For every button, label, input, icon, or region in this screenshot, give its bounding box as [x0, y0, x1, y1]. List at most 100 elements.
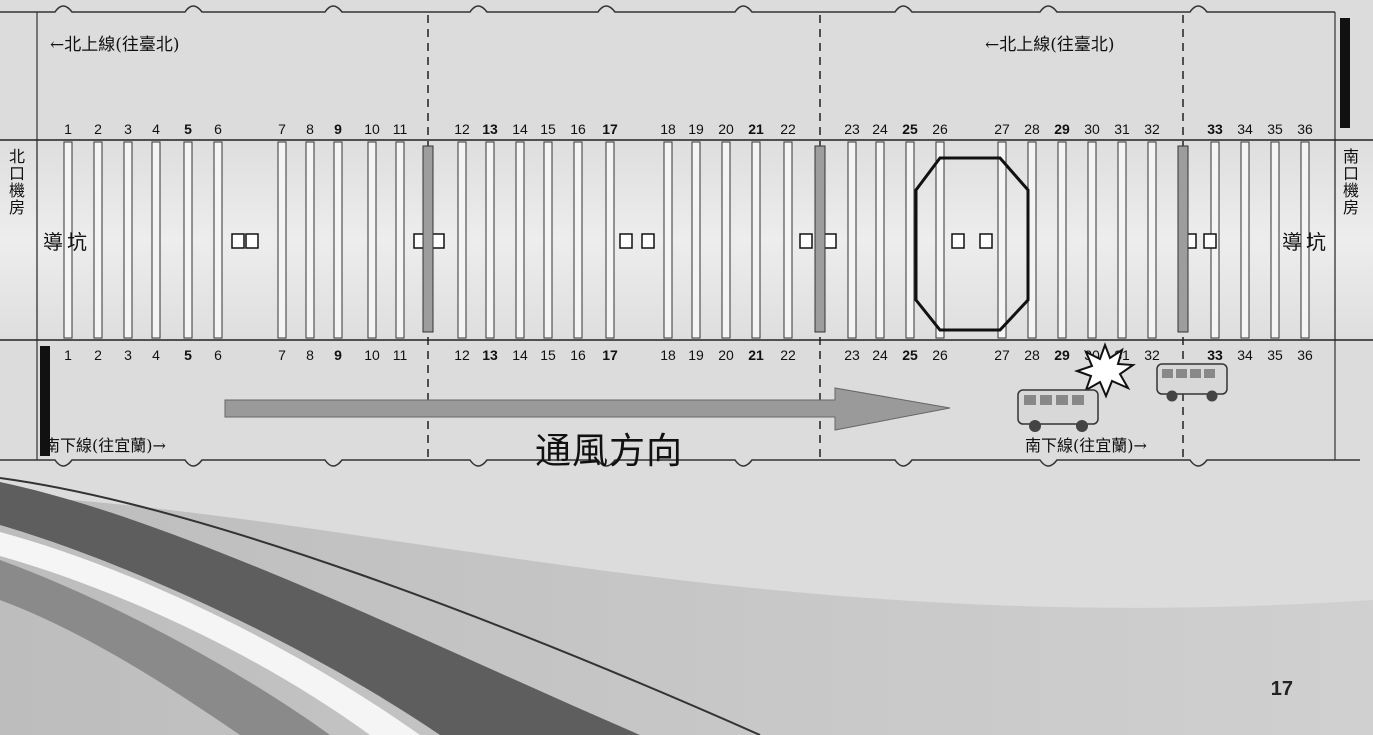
- passage-number-top: 33: [1207, 121, 1223, 137]
- passage-number-top: 28: [1024, 121, 1040, 137]
- passage-number-top: 12: [454, 121, 470, 137]
- passage-number-bottom: 32: [1144, 347, 1160, 363]
- cross-passage: [1057, 141, 1067, 339]
- cross-passage: [663, 141, 673, 339]
- swoosh-outline: [0, 477, 761, 735]
- cross-passage: [783, 141, 793, 339]
- cross-passage: [1117, 141, 1127, 339]
- passage-number-bottom: 34: [1237, 347, 1253, 363]
- passage-number-top: 16: [570, 121, 586, 137]
- ventilation-arrow: [224, 387, 951, 431]
- passage-number-top: 23: [844, 121, 860, 137]
- cross-passage: [485, 141, 495, 339]
- passage-number-bottom: 1: [64, 347, 72, 363]
- cross-passage: [277, 141, 287, 339]
- vehicle-cross-passage: [814, 145, 826, 333]
- cross-passage: [847, 141, 857, 339]
- passage-number-top: 22: [780, 121, 796, 137]
- equipment-room-box: [431, 233, 445, 249]
- pilot-tunnel-label-left: 導坑: [43, 230, 91, 254]
- passage-number-top: 26: [932, 121, 948, 137]
- top-tunnel-outline: [0, 5, 1335, 13]
- page-number: 17: [1270, 678, 1293, 700]
- cross-passage: [935, 141, 945, 339]
- cross-passage: [543, 141, 553, 339]
- passage-number-top: 25: [902, 121, 918, 137]
- passage-number-bottom: 28: [1024, 347, 1040, 363]
- passage-number-bottom: 21: [748, 347, 764, 363]
- cross-passage: [123, 141, 133, 339]
- cross-passage-band: [0, 140, 1373, 340]
- passage-number-top: 27: [994, 121, 1010, 137]
- passage-number-top: 15: [540, 121, 556, 137]
- passage-number-top: 35: [1267, 121, 1283, 137]
- ventilation-direction-label: 通風方向: [535, 431, 684, 472]
- cross-passage: [997, 141, 1007, 339]
- passage-number-bottom: 5: [184, 347, 192, 363]
- passage-number-top: 9: [334, 121, 342, 137]
- passage-number-bottom: 4: [152, 347, 160, 363]
- passage-number-bottom: 33: [1207, 347, 1223, 363]
- cross-passage: [333, 141, 343, 339]
- passage-number-bottom: 12: [454, 347, 470, 363]
- cross-passage: [457, 141, 467, 339]
- cross-passages: [63, 141, 1310, 339]
- passage-number-top: 29: [1054, 121, 1070, 137]
- bottom-tunnel-outline: [0, 459, 1360, 467]
- passage-number-bottom: 2: [94, 347, 102, 363]
- passage-number-bottom: 23: [844, 347, 860, 363]
- cross-passage: [213, 141, 223, 339]
- passage-number-bottom: 35: [1267, 347, 1283, 363]
- cross-passage: [395, 141, 405, 339]
- bus-icon: [1156, 363, 1228, 402]
- cross-passage: [691, 141, 701, 339]
- passage-number-bottom: 11: [393, 347, 408, 363]
- cross-passage: [573, 141, 583, 339]
- north-machine-room-label: 北口機房: [8, 147, 25, 217]
- vehicle-cross-passage: [422, 145, 434, 333]
- cross-passage: [905, 141, 915, 339]
- passage-number-bottom: 27: [994, 347, 1010, 363]
- passage-number-top: 17: [602, 121, 618, 137]
- cross-passage: [63, 141, 73, 339]
- south-machine-room-label: 南口機房: [1342, 147, 1359, 217]
- cross-passage: [1240, 141, 1250, 339]
- passage-number-bottom: 10: [364, 347, 380, 363]
- swoosh-dark: [0, 482, 640, 735]
- top-direction-label-left: ←北上線(往臺北): [50, 35, 180, 55]
- passage-number-bottom: 15: [540, 347, 556, 363]
- passage-number-bottom: 22: [780, 347, 796, 363]
- passage-number-top: 8: [306, 121, 314, 137]
- cross-passage: [305, 141, 315, 339]
- passage-number-top: 5: [184, 121, 192, 137]
- passage-number-top: 36: [1297, 121, 1313, 137]
- passage-number-top: 21: [748, 121, 764, 137]
- passage-number-top: 10: [364, 121, 380, 137]
- equipment-room-box: [823, 233, 837, 249]
- passage-number-top: 18: [660, 121, 676, 137]
- cross-passage: [1300, 141, 1310, 339]
- passage-number-top: 19: [688, 121, 704, 137]
- cross-passage: [1087, 141, 1097, 339]
- passage-number-bottom: 18: [660, 347, 676, 363]
- passage-number-top: 7: [278, 121, 286, 137]
- passage-number-top: 31: [1114, 121, 1130, 137]
- passage-number-bottom: 20: [718, 347, 734, 363]
- cross-passage: [151, 141, 161, 339]
- equipment-room-box: [951, 233, 965, 249]
- cross-passage: [721, 141, 731, 339]
- passage-number-bottom: 19: [688, 347, 704, 363]
- passage-number-top: 34: [1237, 121, 1253, 137]
- passage-number-top: 3: [124, 121, 132, 137]
- passage-number-top: 2: [94, 121, 102, 137]
- cross-passage: [183, 141, 193, 339]
- cross-passage: [605, 141, 615, 339]
- bottom-direction-label-right: 南下線(往宜蘭)→: [1025, 436, 1147, 455]
- passage-number-top: 32: [1144, 121, 1160, 137]
- cross-passage: [751, 141, 761, 339]
- passage-number-top: 11: [393, 121, 408, 137]
- passage-number-top: 30: [1084, 121, 1100, 137]
- passage-number-bottom: 25: [902, 347, 918, 363]
- passage-number-bottom: 26: [932, 347, 948, 363]
- cross-passage: [367, 141, 377, 339]
